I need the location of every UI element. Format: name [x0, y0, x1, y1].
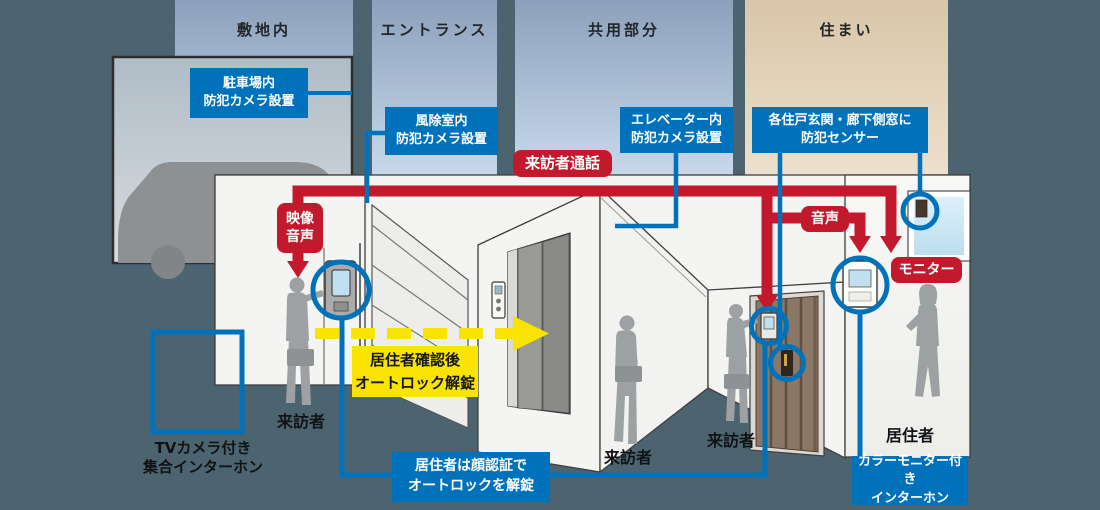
person-visitor-entrance	[286, 277, 324, 405]
label-audio: 音声	[801, 206, 849, 232]
red-arrowhead-monitor-audio-icon	[849, 236, 871, 253]
label-line: TVカメラ付き	[154, 439, 252, 458]
windbreak-camera-line	[364, 130, 385, 203]
label-visitor-elevator: 来訪者	[603, 448, 652, 467]
label-elevator-camera: エレベーター内 防犯カメラ設置	[620, 107, 733, 153]
zone-header-common: 共用部分	[587, 20, 660, 39]
label-color-monitor-interphone: カラーモニター付き インターホン	[852, 454, 968, 506]
label-visitor-entrance: 来訪者	[276, 412, 325, 431]
intercom-device	[324, 260, 357, 318]
label-line: カラーモニター付き	[857, 454, 962, 488]
label-resident: 居住者	[885, 426, 934, 445]
label-visitor-call: 来訪者通話	[513, 150, 612, 177]
audio-stub-right	[849, 212, 866, 238]
zone-header-premises: 敷地内	[236, 20, 291, 39]
label-line: 防犯カメラ設置	[630, 131, 722, 146]
label-line: オートロックを解錠	[408, 478, 534, 494]
label-line: 居住者確認後	[369, 351, 460, 369]
label-line: 各住戸玄関・廊下側窓に	[768, 112, 912, 128]
highlight-circle-window-sensor	[900, 191, 940, 231]
red-arrowheads	[287, 236, 902, 312]
auto-unlock-arrow	[315, 316, 549, 351]
door-lock-sensor	[781, 350, 793, 376]
person-resident	[906, 284, 940, 397]
zone-header-residence: 住まい	[819, 20, 874, 39]
label-line: 居住者は顔認証で	[415, 458, 527, 475]
face-unlock-line	[339, 319, 768, 478]
highlight-circle-door-station	[749, 306, 789, 346]
red-arrowhead-monitor-video-icon	[880, 236, 902, 253]
window-sensor-device	[915, 199, 928, 218]
people-layer	[286, 277, 940, 444]
label-line: インターホン	[870, 490, 949, 506]
label-line: 防犯センサー	[800, 131, 879, 146]
label-line: 防犯カメラ設置	[203, 94, 295, 109]
label-auto-unlock: 居住者確認後 オートロック解錠	[352, 346, 478, 397]
red-arrowhead-door-station-icon	[756, 295, 778, 312]
label-line: エレベーター内	[630, 112, 722, 128]
video-audio-main-line	[292, 185, 897, 237]
label-line: 駐車場内	[222, 75, 275, 91]
blue-system-lines	[308, 91, 923, 478]
label-face-unlock: 居住者は顔認証で オートロックを解錠	[392, 452, 550, 502]
elevator	[491, 232, 571, 415]
label-line: 映像	[286, 210, 314, 227]
label-line: 防犯カメラ設置	[395, 132, 487, 147]
highlight-circle-intercom	[310, 259, 372, 321]
label-video-audio: 映像 音声	[277, 203, 323, 253]
label-security-sensor: 各住戸玄関・廊下側窓に 防犯センサー	[752, 107, 928, 153]
person-visitor-door	[724, 304, 758, 423]
zone-header-entrance: エントランス	[380, 20, 489, 39]
red-arrowhead-intercom-icon	[287, 261, 309, 278]
person-visitor-elevator	[614, 315, 642, 444]
tv-interphone-frame	[150, 329, 245, 435]
label-line: オートロック解錠	[354, 373, 475, 392]
yellow-arrowhead-icon	[513, 316, 549, 351]
red-signal-lines	[292, 185, 897, 297]
label-visitor-door: 来訪者	[706, 431, 755, 450]
label-parking-camera: 駐車場内 防犯カメラ設置	[190, 68, 308, 118]
highlight-circle-monitor	[830, 255, 890, 315]
label-windbreak-camera: 風除室内 防犯カメラ設置	[385, 107, 498, 155]
highlight-circle-door-lock	[768, 344, 806, 382]
label-line: 集合インターホン	[142, 458, 263, 476]
label-line: 音声	[286, 229, 314, 245]
elevator-camera-line	[615, 153, 679, 229]
monitor-device	[842, 260, 878, 308]
highlight-circles	[150, 191, 940, 435]
label-tv-interphone: TVカメラ付き 集合インターホン	[133, 438, 273, 478]
elevator-button-panel	[491, 281, 506, 319]
label-monitor: モニター	[891, 257, 962, 283]
label-line: 風除室内	[415, 113, 468, 129]
door-station-device	[760, 312, 778, 340]
